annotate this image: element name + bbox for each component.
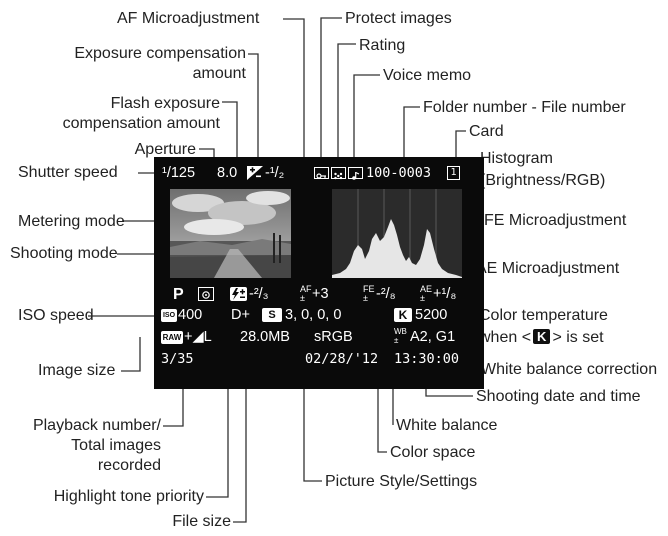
label-histogram-2: (Brightness/RGB) [480,172,606,189]
file-size-value: 28.0MB [240,329,290,345]
picture-style-value: 3, 0, 0, 0 [285,307,342,323]
label-metering-mode: Metering mode [18,213,125,230]
protect-icon [314,167,329,179]
label-flash-comp-2: compensation amount [62,115,220,132]
wb-correction-value: A2, G1 [410,329,456,345]
aperture-value: 8.0 [217,165,238,181]
label-playback-2: Total images [71,437,161,454]
af-microadjustment-value: +3 [312,286,329,302]
kelvin-icon: K [533,329,551,344]
label-playback-3: recorded [97,457,161,474]
wb-correction-icon: WB± [394,327,407,345]
label-folder-file: Folder number - File number [423,99,626,116]
shutter-speed-value: ¹/125 [162,165,196,181]
label-playback-1: Playback number/ [32,417,161,434]
label-shooting-date: Shooting date and time [476,388,641,405]
label-picture-style: Picture Style/Settings [325,473,478,490]
picture-style-icon: S [262,308,282,322]
label-af-microadjustment: AF Microadjustment [117,10,260,27]
iso-icon: ISO [161,309,177,322]
label-rating: Rating [359,37,406,54]
kelvin-badge-icon: K [394,308,412,322]
flash-exposure-comp-icon [230,287,247,301]
label-iso-speed: ISO speed [18,307,94,324]
shooting-time-value: 13:30:00 [394,351,460,367]
label-color-space: Color space [390,444,476,461]
voice-memo-icon [348,167,363,180]
fe-adj-icon: FE± [363,284,375,303]
exposure-comp-value: -¹/₂ [265,165,285,181]
metering-mode-icon [198,287,214,301]
label-color-temp-1: Color temperature [479,307,608,324]
label-highlight-tone: Highlight tone priority [53,488,204,505]
image-thumbnail [170,189,291,278]
label-card: Card [469,123,504,140]
label-color-temp-2a: when < [479,329,532,346]
fe-microadjustment-value: -²/₈ [376,286,396,302]
color-space-value: sRGB [314,329,353,345]
highlight-tone-value: D+ [231,307,250,323]
exposure-comp-icon [247,166,263,180]
label-fe-microadjustment: FE Microadjustment [484,212,627,229]
folder-file-value: 100-0003 [366,165,432,181]
shooting-mode-value: P [173,286,184,303]
color-temperature-value: 5200 [415,307,448,323]
histogram [332,189,462,278]
rating-icon [331,167,346,180]
label-white-balance: White balance [396,417,498,434]
label-file-size: File size [172,513,231,530]
af-adj-icon: AF± [300,284,312,303]
label-color-temp-2: when <K> is set [479,328,604,347]
label-exposure-comp-2: amount [192,65,246,82]
image-size-value: +◢L [184,329,212,345]
card-icon: 1 [447,166,460,180]
raw-icon: RAW [161,331,183,344]
label-aperture: Aperture [134,141,196,158]
label-protect-images: Protect images [345,10,452,27]
label-image-size: Image size [38,362,116,379]
ae-adj-icon: AE± [420,284,433,303]
label-color-temp-2b: > is set [552,329,604,346]
label-exposure-comp-1: Exposure compensation [74,45,246,62]
label-flash-comp-1: Flash exposure [110,95,220,112]
label-wb-correction: White balance correction [481,361,658,378]
label-histogram-1: Histogram [480,150,553,167]
ae-microadjustment-value: +¹/₈ [433,286,457,302]
shooting-date-value: 02/28/'12 [305,351,379,367]
label-shooting-mode: Shooting mode [10,245,118,262]
label-ae-microadjustment: AE Microadjustment [476,260,620,277]
camera-lcd-screen: ¹/125 8.0 -¹/₂ 100-0003 1 [154,157,484,389]
flash-exposure-comp-value: -²/₃ [249,286,269,302]
iso-value: 400 [178,307,203,323]
label-shutter-speed: Shutter speed [18,164,118,181]
playback-number-value: 3/35 [161,351,194,367]
label-voice-memo: Voice memo [383,67,472,84]
